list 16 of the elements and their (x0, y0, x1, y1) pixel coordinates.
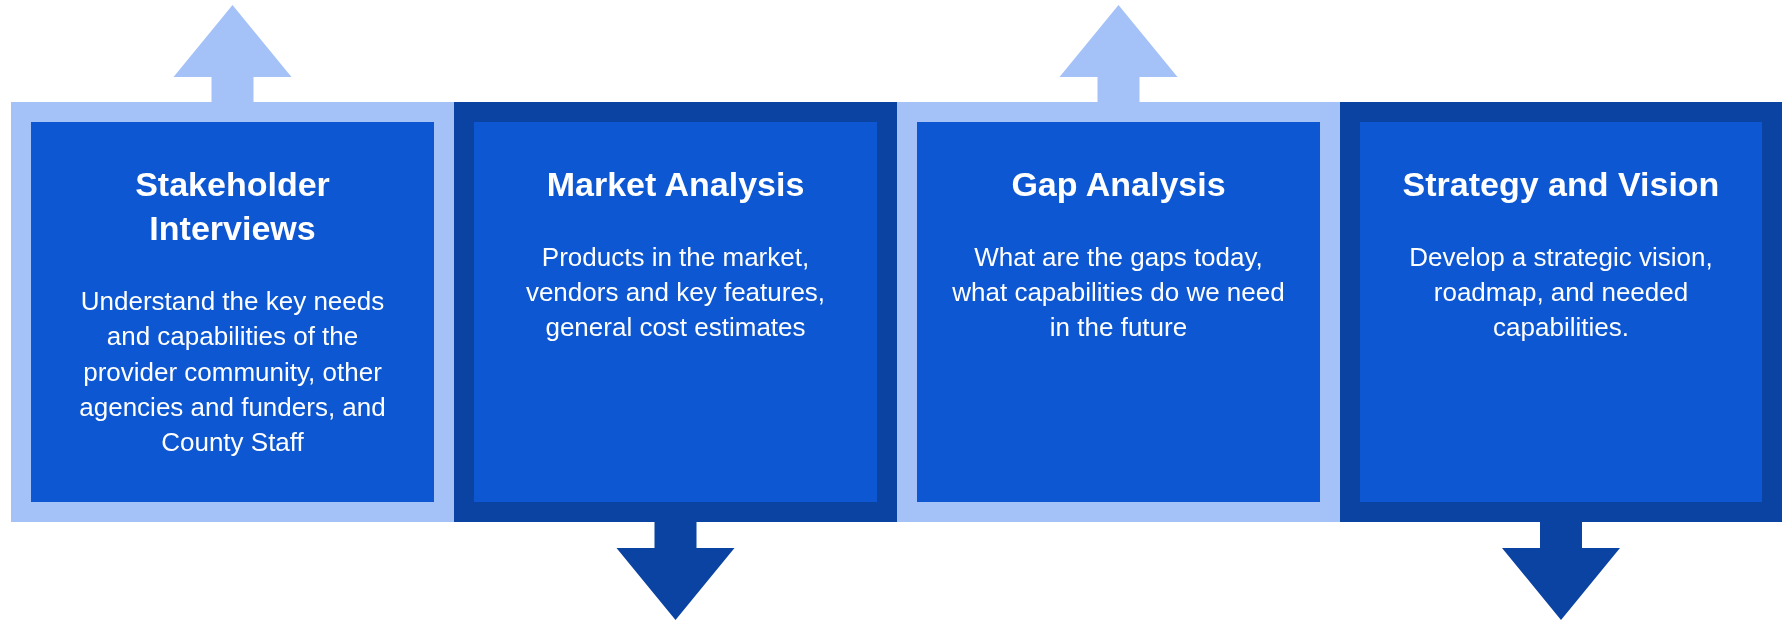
box-heading: Strategy and Vision (1401, 164, 1721, 205)
box-description: Understand the key needs and capabilities of the provider community, other agencies and funders, and County Staff (78, 285, 387, 459)
block-arrow (1502, 522, 1620, 620)
box-description: What are the gaps today, what capabilities do we need in the future (951, 241, 1286, 345)
process-box (11, 102, 454, 522)
box-description: Products in the market, vendors and key features, general cost estimates (524, 241, 827, 345)
box-description: Develop a strategic vision, roadmap, and needed capabilities. (1408, 241, 1714, 345)
process-box (454, 102, 897, 522)
block-arrow (173, 5, 292, 102)
block-arrow (616, 522, 735, 620)
process-box (897, 102, 1340, 522)
process-box (1340, 102, 1782, 522)
box-heading: Stakeholder Interviews (134, 164, 331, 250)
box-heading: Market Analysis (545, 164, 806, 205)
box-heading: Gap Analysis (1010, 164, 1227, 205)
block-arrow (1059, 5, 1178, 102)
